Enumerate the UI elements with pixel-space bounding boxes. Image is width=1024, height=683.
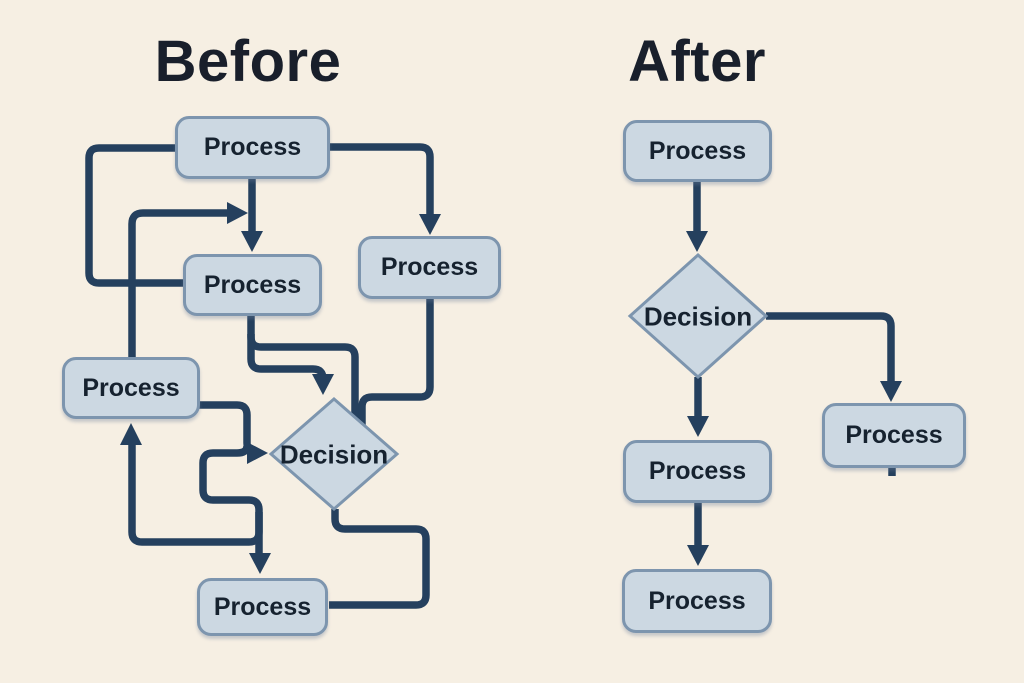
- after-title: After: [628, 29, 766, 94]
- before-right-process-node: Process: [358, 236, 501, 299]
- before-bottom-process-node: Process: [197, 578, 328, 636]
- node-label: Process: [380, 253, 479, 281]
- node-label: Process: [648, 136, 747, 165]
- arrowhead-top-to-middle: [241, 231, 263, 252]
- node-label: Process: [648, 457, 747, 485]
- before-left-process-node: Process: [62, 357, 200, 419]
- after-branch-process-node: Process: [822, 403, 966, 468]
- after-bottom-process-node: Process: [622, 569, 772, 633]
- arrowhead-top-to-right: [419, 214, 441, 235]
- connector-right-to-decision-edge: [358, 298, 434, 431]
- before-top-process-node: Process: [175, 116, 330, 179]
- after-connectors: [686, 182, 902, 566]
- connector-decision-loop-bottom: [329, 509, 430, 609]
- node-label: Process: [648, 586, 746, 615]
- node-label: Process: [203, 270, 302, 299]
- node-label: Process: [213, 592, 312, 621]
- arrowhead-decision-top: [312, 374, 334, 395]
- after-top-process-node: Process: [623, 120, 772, 182]
- arrowhead-decision-left: [247, 442, 268, 464]
- before-decision-shape: [268, 397, 400, 511]
- before-middle-process-node: Process: [183, 254, 322, 316]
- after-decision-label: Decision: [643, 301, 753, 332]
- connector-branch-to-decision-top: [247, 334, 327, 380]
- connector-left-up-dangling: [128, 209, 228, 357]
- connector-left-loop: [85, 144, 184, 287]
- after-decision-shape: [627, 252, 769, 380]
- connector-loop-to-left-process: [128, 444, 263, 546]
- arrowhead-after-decision-top: [686, 231, 708, 252]
- before-decision-label: Decision: [279, 439, 389, 470]
- arrowhead-after-bottom: [687, 545, 709, 566]
- before-title: Before: [154, 29, 342, 94]
- connector-after-branch: [766, 312, 895, 381]
- arrowhead-after-branch: [880, 381, 902, 402]
- node-label: Process: [203, 133, 302, 161]
- arrowhead-dangling-right: [227, 202, 248, 224]
- after-middle-process-node: Process: [623, 440, 772, 503]
- arrowhead-bottom-process: [249, 553, 271, 574]
- connector-top-to-right: [330, 143, 434, 215]
- connector-s-to-bottom: [199, 445, 263, 553]
- node-label: Process: [845, 421, 943, 449]
- node-label: Process: [82, 373, 180, 402]
- arrowhead-left-process-bottom: [120, 423, 142, 445]
- before-connectors: [85, 143, 441, 609]
- arrowhead-after-middle: [687, 416, 709, 437]
